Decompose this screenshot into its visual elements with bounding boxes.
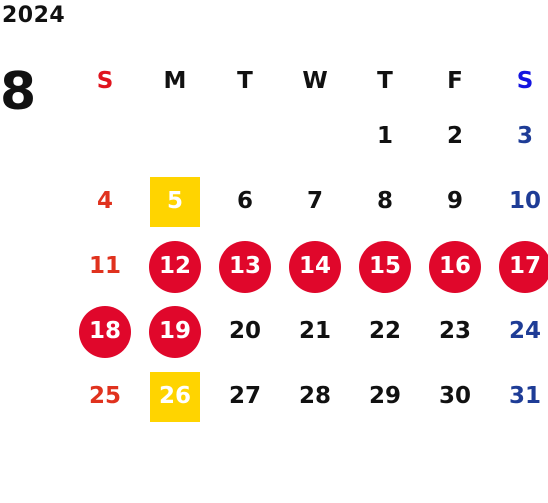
day-number: 24 [508, 318, 541, 344]
empty-day-cell [70, 104, 140, 169]
day-cell[interactable]: 29 [350, 364, 420, 429]
day-cell[interactable]: 12 [140, 234, 210, 299]
day-cell[interactable]: 24 [490, 299, 548, 364]
day-cell[interactable]: 27 [210, 364, 280, 429]
weekday-label-text: M [163, 67, 187, 94]
day-cell[interactable]: 3 [490, 104, 548, 169]
week-row: 25 26 27 28 29 30 31 [70, 364, 548, 429]
day-cell[interactable]: 7 [280, 169, 350, 234]
day-number: 6 [236, 188, 253, 214]
holiday-day-number: 13 [219, 240, 271, 293]
holiday-day-number: 18 [79, 305, 131, 358]
weekday-label: F [420, 58, 490, 104]
month-label: 8 [0, 62, 37, 122]
day-cell[interactable]: 14 [280, 234, 350, 299]
weekday-label-text: F [447, 67, 463, 94]
day-number: 10 [508, 188, 541, 214]
day-number: 11 [88, 253, 121, 279]
day-number: 23 [438, 318, 471, 344]
holiday-day-number: 15 [359, 240, 411, 293]
holiday-day-number: 14 [289, 240, 341, 293]
week-row: 1 2 3 [70, 104, 548, 169]
day-cell[interactable]: 30 [420, 364, 490, 429]
day-cell[interactable]: 23 [420, 299, 490, 364]
day-number: 7 [306, 188, 323, 214]
weekday-label: S [490, 58, 548, 104]
weekday-label: S [70, 58, 140, 104]
day-cell[interactable]: 4 [70, 169, 140, 234]
empty-day-cell [210, 104, 280, 169]
weekday-label: T [350, 58, 420, 104]
day-cell[interactable]: 9 [420, 169, 490, 234]
day-cell[interactable]: 8 [350, 169, 420, 234]
week-row: 4 5 6 7 8 9 10 [70, 169, 548, 234]
day-cell[interactable]: 5 [140, 169, 210, 234]
day-cell[interactable]: 16 [420, 234, 490, 299]
holiday-day-number: 17 [499, 240, 548, 293]
day-cell[interactable]: 10 [490, 169, 548, 234]
weekday-label: M [140, 58, 210, 104]
empty-day-cell [140, 104, 210, 169]
weekday-label-text: S [516, 67, 534, 94]
weekday-label: T [210, 58, 280, 104]
day-cell[interactable]: 18 [70, 299, 140, 364]
day-number: 22 [368, 318, 401, 344]
year-label: 2024 [2, 3, 66, 28]
day-cell[interactable]: 20 [210, 299, 280, 364]
day-cell[interactable]: 6 [210, 169, 280, 234]
weekday-label-text: T [377, 67, 393, 94]
day-number: 9 [446, 188, 463, 214]
day-number: 25 [88, 383, 121, 409]
day-number: 21 [298, 318, 331, 344]
day-number: 3 [516, 123, 533, 149]
highlighted-day-number: 5 [150, 176, 200, 227]
week-row: 18 19 20 21 22 23 24 [70, 299, 548, 364]
empty-day-cell [280, 104, 350, 169]
weekday-label: W [280, 58, 350, 104]
day-cell[interactable]: 19 [140, 299, 210, 364]
day-cell[interactable]: 28 [280, 364, 350, 429]
day-cell[interactable]: 15 [350, 234, 420, 299]
day-number: 8 [376, 188, 393, 214]
highlighted-day-number: 26 [150, 371, 200, 422]
day-number: 30 [438, 383, 471, 409]
day-cell[interactable]: 25 [70, 364, 140, 429]
day-cell[interactable]: 17 [490, 234, 548, 299]
week-row: 11 12 13 14 15 16 17 [70, 234, 548, 299]
day-cell[interactable]: 13 [210, 234, 280, 299]
day-number: 31 [508, 383, 541, 409]
day-cell[interactable]: 21 [280, 299, 350, 364]
day-cell[interactable]: 22 [350, 299, 420, 364]
day-number: 1 [376, 123, 393, 149]
day-number: 27 [228, 383, 261, 409]
weekday-label-text: T [237, 67, 253, 94]
weekday-label-text: W [302, 67, 328, 94]
day-number: 4 [96, 188, 113, 214]
day-number: 29 [368, 383, 401, 409]
weekday-label-text: S [96, 67, 114, 94]
day-cell[interactable]: 31 [490, 364, 548, 429]
holiday-day-number: 12 [149, 240, 201, 293]
day-cell[interactable]: 26 [140, 364, 210, 429]
day-number: 28 [298, 383, 331, 409]
holiday-day-number: 19 [149, 305, 201, 358]
day-cell[interactable]: 11 [70, 234, 140, 299]
day-number: 20 [228, 318, 261, 344]
holiday-day-number: 16 [429, 240, 481, 293]
day-cell[interactable]: 2 [420, 104, 490, 169]
day-cell[interactable]: 1 [350, 104, 420, 169]
day-number: 2 [446, 123, 463, 149]
